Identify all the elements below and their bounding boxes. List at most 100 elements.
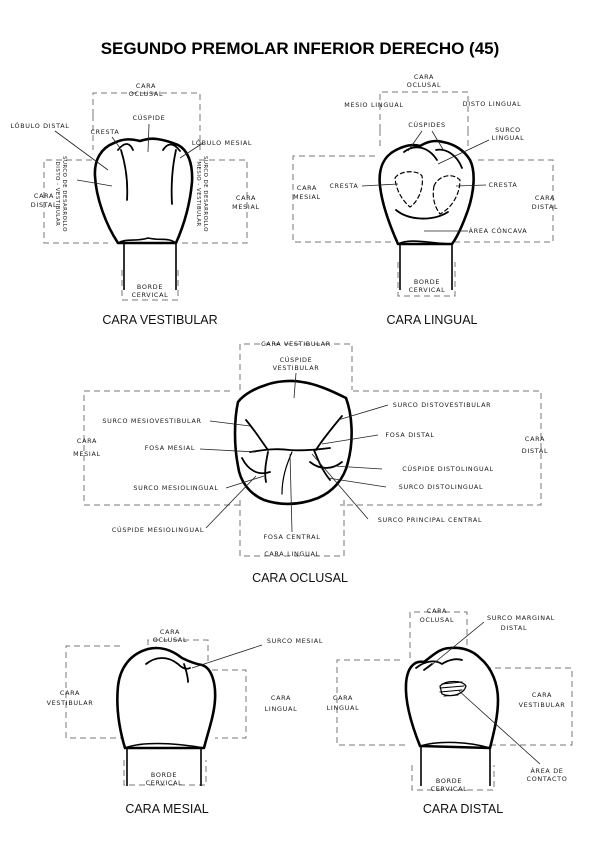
label-cresta-right: CRESTA <box>489 181 518 189</box>
marginal-groove-mark <box>423 663 433 671</box>
leader-cuspide-mesiolingual <box>205 475 257 529</box>
label-cara-oclusal-1: CARA <box>427 607 447 615</box>
label-surco-mesiolingual: SURCO MESIOLINGUAL <box>133 484 218 492</box>
page-title: SEGUNDO PREMOLAR INFERIOR DERECHO (45) <box>101 39 500 58</box>
mesial-bracket <box>182 159 248 244</box>
label-surco-mesiovestibular: SURCO DE DESARROLLO MESIO - VESTIBULAR <box>195 156 208 232</box>
marginal-ridge <box>145 657 191 670</box>
label-borde-cervical-2: CERVICAL <box>146 779 183 787</box>
label-borde-cervical-1: BORDE <box>414 278 440 286</box>
label-cara-distal-2: DISTAL <box>31 201 57 209</box>
label-borde-cervical-2: CERVICAL <box>409 286 446 294</box>
cusp-outline <box>309 461 343 469</box>
leader-fosa-central <box>289 453 293 533</box>
mesial-bracket <box>292 155 395 243</box>
lingual-bracket <box>336 659 407 746</box>
cervical-bracket <box>121 270 179 301</box>
label-cara-vestibular-1: CARA <box>60 689 80 697</box>
leader-cresta-right <box>455 184 487 187</box>
cej-line <box>419 741 491 749</box>
label-cuspide: CÚSPIDE <box>133 113 166 122</box>
occlusal-bracket <box>379 91 469 130</box>
leader-cuspide-vestibular <box>293 372 297 399</box>
label-surco-principal-central: SURCO PRINCIPAL CENTRAL <box>378 516 483 524</box>
marginal-ridge <box>415 658 463 669</box>
label-cuspide-vestibular-1: CÚSPIDE <box>280 355 313 364</box>
caption-vestibular: CARA VESTIBULAR <box>102 313 217 327</box>
label-cara-oclusal-1: CARA <box>136 82 156 90</box>
caption-distal: CARA DISTAL <box>423 802 503 816</box>
label-surco-lingual-2: LINGUAL <box>492 134 525 142</box>
vestibular-bracket <box>485 667 573 746</box>
label-cresta: CRESTA <box>91 128 120 136</box>
label-lobulo-mesial: LÓBULO MESIAL <box>192 138 252 147</box>
label-cara-mesial-2: MESIAL <box>73 450 101 458</box>
label-surco-marginal-distal-1: SURCO MARGINAL <box>487 614 555 622</box>
contact-area-hatch <box>439 681 465 697</box>
label-surco-marginal-distal-2: DISTAL <box>501 624 527 632</box>
mesial-groove-mark <box>183 663 189 683</box>
label-surco-distal-2: DISTO - VESTIBULAR <box>54 162 60 227</box>
label-surco-distovestibular: SURCO DISTOVESTIBULAR <box>393 401 492 409</box>
label-cara-distal-2: DISTAL <box>522 447 548 455</box>
lingual-ridge <box>435 148 463 169</box>
leader-surco-marginal-distal <box>427 621 485 669</box>
vestibular-crown <box>93 137 194 245</box>
leader-cuspides <box>431 130 445 152</box>
label-area-contacto-1: ÁREA DE <box>530 766 563 775</box>
leader-cuspides <box>407 130 423 152</box>
cej-line <box>117 237 177 244</box>
mesial-bracket <box>83 390 240 506</box>
label-surco-distolingual: SURCO DISTOLINGUAL <box>399 483 484 491</box>
caption-mesial: CARA MESIAL <box>125 802 208 816</box>
occlusal-view: CARA VESTIBULAR CÚSPIDE VESTIBULAR SURCO… <box>73 340 548 585</box>
label-cara-distal-1: CARA <box>34 192 54 200</box>
vestibular-view: CARA OCLUSAL CÚSPIDE LÓBULO DISTAL CREST… <box>10 82 259 327</box>
vestibular-bracket <box>65 645 122 739</box>
label-area-concava: ÁREA CÓNCAVA <box>469 226 528 235</box>
label-cara-distal-1: CARA <box>535 194 555 202</box>
occlusal-bracket <box>409 611 468 658</box>
distovestibular-groove <box>315 415 343 451</box>
label-cara-oclusal-1: CARA <box>160 628 180 636</box>
leader-area-contacto <box>457 689 541 765</box>
occlusal-outline <box>233 379 353 506</box>
label-cuspide-mesiolingual: CÚSPIDE MESIOLINGUAL <box>112 525 204 534</box>
occlusal-bracket <box>92 92 201 115</box>
label-surco-distal-1: SURCO DE DESARROLLO <box>61 156 67 232</box>
leader-surco-mesial <box>191 644 263 669</box>
label-area-contacto-2: CONTACTO <box>527 775 568 783</box>
label-cara-lingual-1: CARA <box>333 694 353 702</box>
label-surco-mesial-2: MESIO - VESTIBULAR <box>195 161 201 226</box>
caption-lingual: CARA LINGUAL <box>386 313 477 327</box>
leader-fosa-distal <box>321 434 379 445</box>
label-cara-lingual-2: LINGUAL <box>265 705 298 713</box>
label-cara-oclusal-2: OCLUSAL <box>153 636 187 644</box>
label-borde-cervical-2: CERVICAL <box>431 785 468 793</box>
leader-surco-distovestibular <box>337 404 389 421</box>
leader-surco-lingual <box>437 139 490 165</box>
mesial-crown <box>116 646 217 750</box>
label-fosa-central: FOSA CENTRAL <box>264 533 321 541</box>
label-borde-cervical-2: CERVICAL <box>132 291 169 299</box>
label-borde-cervical-1: BORDE <box>137 283 163 291</box>
lobe-groove <box>120 149 129 201</box>
leader-surco-mesiovestibular <box>209 420 251 427</box>
label-surco-mesial: SURCO MESIAL <box>267 637 323 645</box>
label-cuspides: CÚSPIDES <box>408 120 446 129</box>
label-cara-vestibular-1: CARA <box>532 691 552 699</box>
label-cara-vestibular-2: VESTIBULAR <box>519 701 566 709</box>
leader-cresta-left <box>361 183 399 187</box>
distal-crown <box>404 646 500 750</box>
label-surco-mesiovestibular: SURCO MESIOVESTIBULAR <box>102 417 201 425</box>
mesiovestibular-groove <box>245 419 269 451</box>
label-fosa-mesial: FOSA MESIAL <box>145 444 195 452</box>
label-cara-mesial-1: CARA <box>236 194 256 202</box>
leader-surco-distal <box>76 179 113 187</box>
label-cara-mesial-2: MESIAL <box>232 203 260 211</box>
label-surco-mesial-1: SURCO DE DESARROLLO <box>202 156 208 232</box>
cusp-distolingual-outline <box>432 175 461 215</box>
label-disto-lingual: DISTO LINGUAL <box>463 100 522 108</box>
vestibular-bracket <box>239 343 353 390</box>
